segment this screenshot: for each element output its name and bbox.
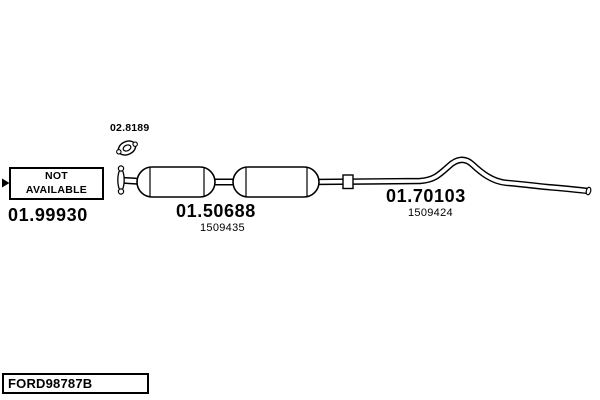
not-available-line1: NOT bbox=[44, 169, 69, 182]
gasket-icon bbox=[116, 140, 138, 156]
rear-silencer-shape bbox=[232, 166, 320, 198]
ref-number-rear-silencer: 1509424 bbox=[408, 207, 453, 219]
left-edge-arrow-icon bbox=[2, 178, 10, 188]
part-number-front-section: 01.99930 bbox=[8, 205, 88, 225]
not-available-line2: AVAILABLE bbox=[25, 183, 88, 196]
part-number-middle-silencer: 01.50688 bbox=[176, 201, 256, 221]
pipe-clamp-shape bbox=[342, 174, 354, 190]
drawing-code: FORD98787B bbox=[8, 376, 93, 391]
part-number-rear-silencer: 01.70103 bbox=[386, 186, 466, 206]
middle-silencer-shape bbox=[136, 166, 216, 198]
tailpipe-tip bbox=[585, 186, 592, 196]
ref-number-middle-silencer: 1509435 bbox=[200, 222, 245, 234]
tailpipe-shape bbox=[309, 156, 592, 196]
not-available-box: NOT AVAILABLE bbox=[9, 167, 104, 200]
drawing-code-box: FORD98787B bbox=[2, 373, 149, 394]
part-number-gasket: 02.8189 bbox=[110, 122, 150, 134]
